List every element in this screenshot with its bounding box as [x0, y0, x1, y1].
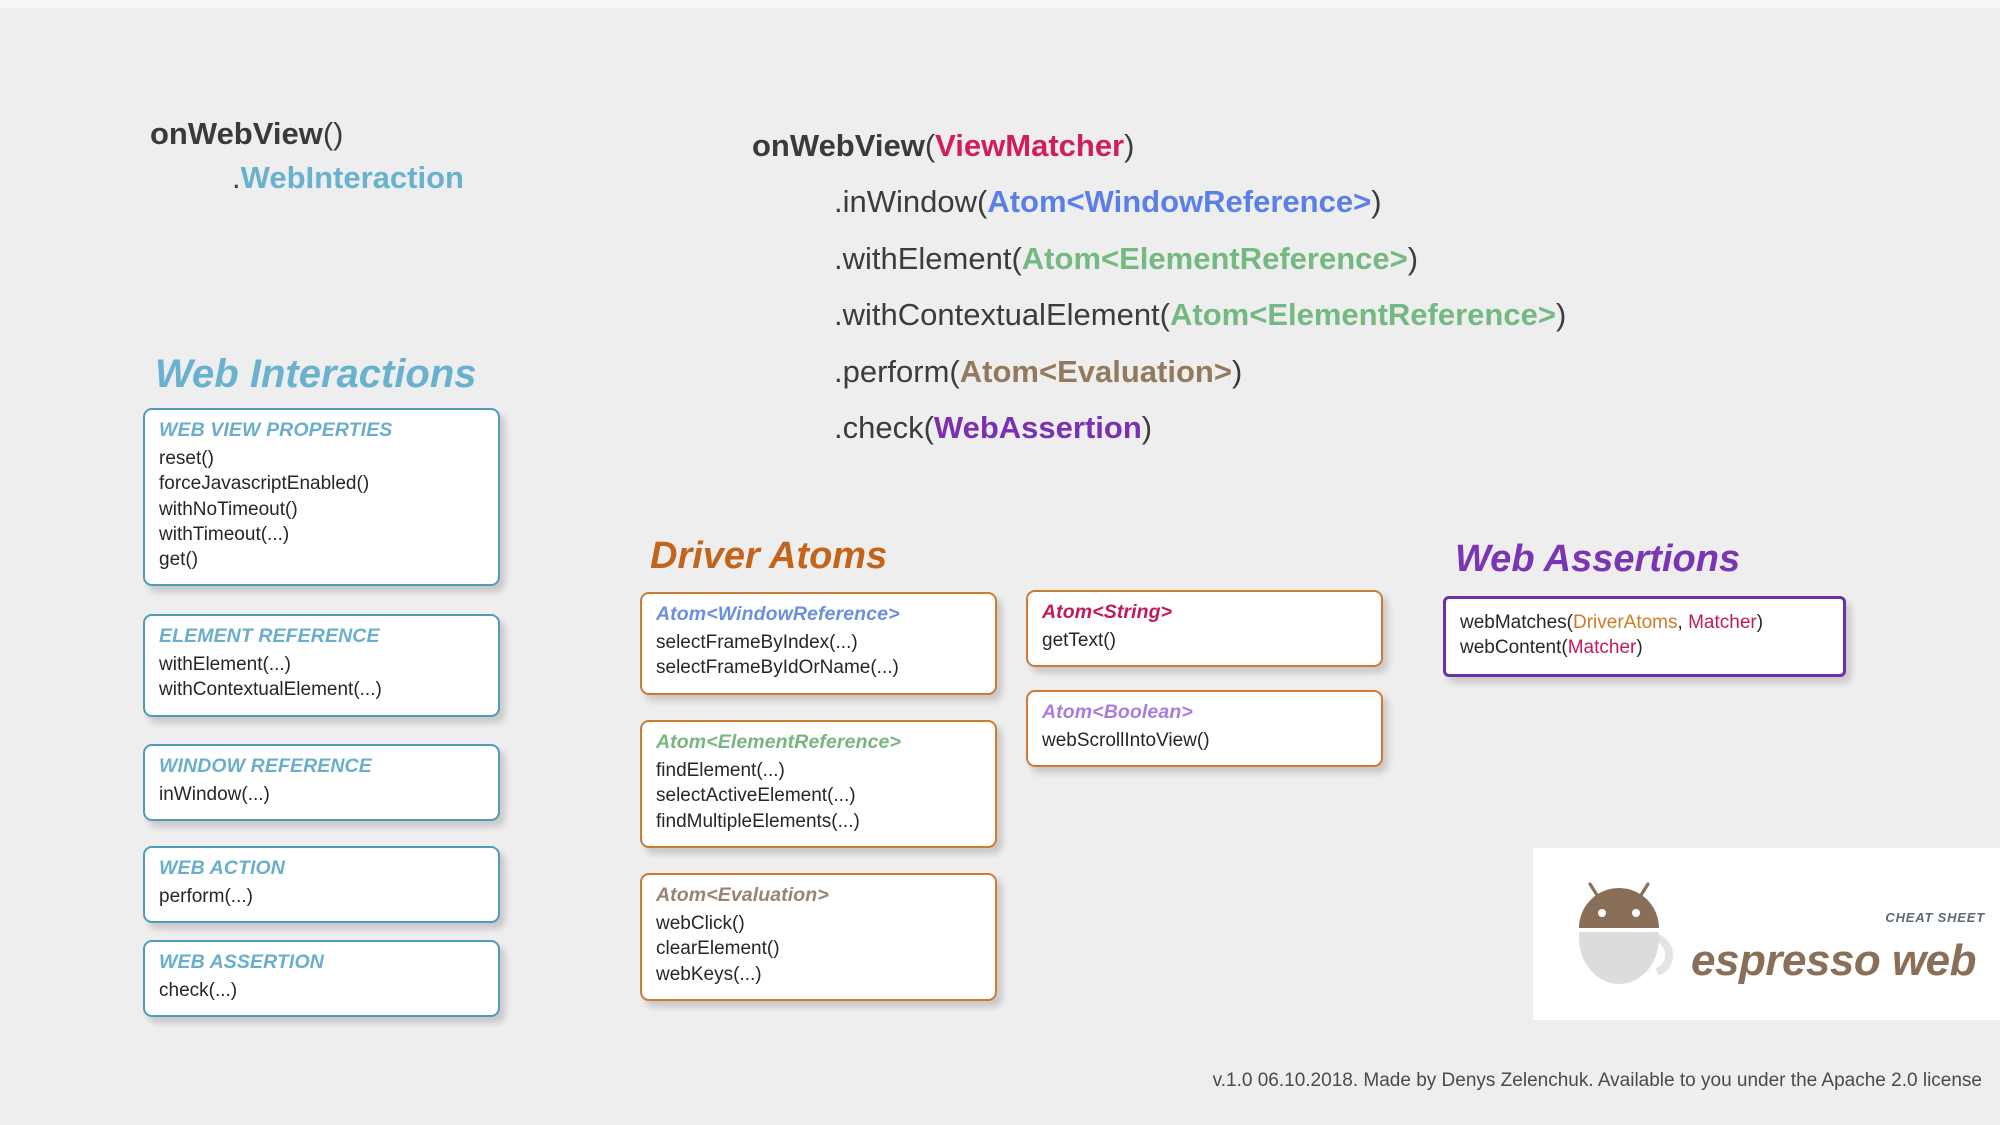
chain-method-withcontextualelement: .withContextualElement( — [834, 297, 1170, 333]
chain-line-inwindow: .inWindow(Atom<WindowReference>) — [752, 174, 1566, 230]
signature-right-open-paren: ( — [924, 128, 936, 163]
webcontent-suffix: ) — [1636, 637, 1643, 659]
card-item: webKeys(...) — [656, 963, 762, 985]
footer-credit: v.1.0 06.10.2018. Made by Denys Zelenchu… — [1212, 1070, 1982, 1091]
card-item: webClick() — [656, 913, 745, 934]
chain-line-withcontextualelement: .withContextualElement(Atom<ElementRefer… — [752, 287, 1566, 343]
signature-left-dot: . — [232, 160, 241, 196]
card-window-reference[interactable]: WINDOW REFERENCE inWindow(...) — [143, 744, 500, 822]
chain-close-check: ) — [1141, 410, 1153, 446]
card-title: Atom<String> — [1042, 601, 1173, 623]
signature-right-method: onWebView — [752, 128, 925, 163]
chain-close-withcontextualelement: ) — [1555, 297, 1567, 333]
chain-method-perform: .perform( — [834, 353, 960, 389]
card-item: getText() — [1042, 630, 1116, 651]
card-web-action[interactable]: WEB ACTION perform(...) — [143, 846, 500, 924]
card-atom-boolean[interactable]: Atom<Boolean> webScrollIntoView() — [1026, 690, 1383, 768]
webmatches-token-matcher: Matcher — [1688, 612, 1757, 633]
card-atom-element-reference[interactable]: Atom<ElementReference> findElement(...) … — [640, 720, 997, 848]
signature-left-close-paren: ) — [333, 116, 344, 151]
webmatches-prefix: webMatches( — [1460, 612, 1573, 633]
webcontent-token-matcher: Matcher — [1567, 637, 1637, 659]
card-element-reference[interactable]: ELEMENT REFERENCE withElement(...) withC… — [143, 614, 500, 717]
chain-method-withelement: .withElement( — [834, 240, 1022, 276]
card-item: inWindow(...) — [159, 784, 270, 805]
card-item: selectActiveElement(...) — [656, 785, 856, 807]
card-item: withNoTimeout() — [159, 498, 298, 520]
signature-right-close-paren: ) — [1124, 128, 1135, 163]
card-title: WEB ACTION — [159, 857, 285, 879]
card-item: withElement(...) — [159, 654, 291, 675]
chain-param-perform: Atom<Evaluation> — [959, 353, 1232, 389]
webmatches-token-comma: , — [1677, 612, 1689, 633]
card-item-web-content: webContent(Matcher) — [1460, 635, 1829, 660]
espresso-android-cup-icon — [1579, 882, 1674, 984]
card-item: check(...) — [159, 980, 238, 1001]
webmatches-suffix: ) — [1756, 612, 1764, 633]
card-item: clearElement() — [656, 938, 780, 960]
card-title: ELEMENT REFERENCE — [159, 625, 380, 647]
signature-right: onWebView(ViewMatcher) .inWindow(Atom<Wi… — [752, 118, 1566, 456]
webcontent-prefix: webContent( — [1460, 637, 1568, 659]
chain-method-inwindow: .inWindow( — [834, 184, 988, 220]
card-atom-string[interactable]: Atom<String> getText() — [1026, 590, 1383, 668]
card-title: WINDOW REFERENCE — [159, 755, 372, 777]
chain-param-withcontextualelement: Atom<ElementReference> — [1170, 297, 1556, 333]
chain-line-perform: .perform(Atom<Evaluation>) — [752, 344, 1566, 400]
chain-line-check: .check(WebAssertion) — [752, 400, 1566, 456]
card-item: withContextualElement(...) — [159, 679, 382, 701]
card-item: selectFrameByIdOrName(...) — [656, 657, 899, 679]
card-web-assertion[interactable]: WEB ASSERTION check(...) — [143, 940, 500, 1018]
webmatches-token-driveratoms: DriverAtoms — [1573, 612, 1678, 633]
card-item: get() — [159, 549, 199, 571]
signature-left: onWebView() .WebInteraction — [150, 112, 464, 200]
chain-param-withelement: Atom<ElementReference> — [1021, 240, 1408, 276]
card-item: reset() — [159, 448, 214, 469]
logo-panel: CHEAT SHEET espresso web — [1533, 848, 2000, 1020]
card-atom-evaluation[interactable]: Atom<Evaluation> webClick() clearElement… — [640, 873, 997, 1001]
card-title: Atom<WindowReference> — [656, 603, 900, 625]
card-title: Atom<Boolean> — [1042, 701, 1193, 723]
signature-left-method: onWebView — [150, 116, 323, 151]
signature-right-param: ViewMatcher — [935, 128, 1125, 163]
card-item-web-matches: webMatches(DriverAtoms, Matcher) — [1460, 610, 1829, 635]
logo-wordmark: espresso web — [1691, 936, 1977, 985]
chain-close-inwindow: ) — [1371, 184, 1382, 220]
chain-line-withelement: .withElement(Atom<ElementReference>) — [752, 231, 1566, 287]
signature-left-open-paren: ( — [322, 116, 334, 151]
card-item: findElement(...) — [656, 760, 785, 781]
chain-close-perform: ) — [1231, 353, 1243, 389]
chain-close-withelement: ) — [1407, 240, 1419, 276]
card-item: perform(...) — [159, 886, 253, 907]
card-web-view-properties[interactable]: WEB VIEW PROPERTIES reset() forceJavascr… — [143, 408, 500, 587]
top-strip — [0, 0, 2000, 8]
card-title: Atom<Evaluation> — [656, 884, 829, 906]
signature-left-return: .WebInteraction — [150, 156, 464, 200]
card-atom-window-reference[interactable]: Atom<WindowReference> selectFrameByIndex… — [640, 592, 997, 695]
signature-left-return-type: WebInteraction — [240, 160, 464, 196]
chain-method-check: .check( — [834, 410, 934, 446]
section-title-driver-atoms: Driver Atoms — [650, 535, 888, 577]
section-title-web-interactions: Web Interactions — [155, 352, 477, 396]
section-title-web-assertions: Web Assertions — [1455, 538, 1741, 580]
card-item: withTimeout(...) — [159, 523, 290, 545]
card-title: Atom<ElementReference> — [656, 731, 901, 753]
card-web-assertions[interactable]: webMatches(DriverAtoms, Matcher) webCont… — [1443, 596, 1846, 677]
card-item: forceJavascriptEnabled() — [159, 473, 370, 495]
chain-param-inwindow: Atom<WindowReference> — [987, 184, 1372, 220]
card-item: webScrollIntoView() — [1042, 730, 1210, 751]
card-item: findMultipleElements(...) — [656, 810, 860, 832]
card-title: WEB ASSERTION — [159, 951, 324, 973]
card-title: WEB VIEW PROPERTIES — [159, 419, 393, 441]
chain-param-check: WebAssertion — [933, 410, 1142, 446]
logo-kicker: CHEAT SHEET — [1885, 910, 1985, 925]
card-item: selectFrameByIndex(...) — [656, 632, 858, 653]
